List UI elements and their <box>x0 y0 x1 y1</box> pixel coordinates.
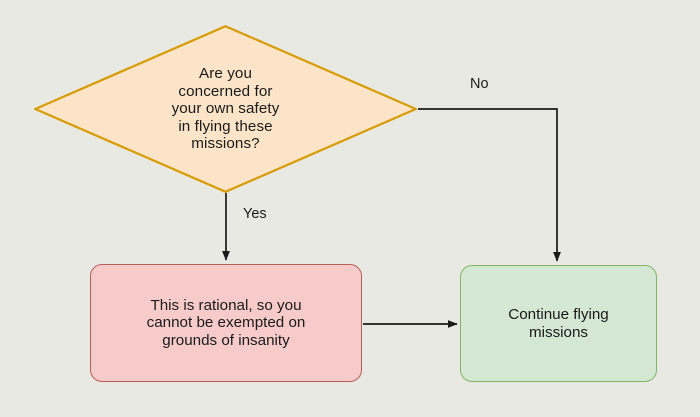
process-node-continue-flying[interactable]: Continue flying missions <box>460 265 657 382</box>
process-node-rational-label: This is rational, so you cannot be exemp… <box>146 296 306 349</box>
decision-node-label: Are you concerned for your own safety in… <box>171 64 280 153</box>
edge-label-yes: Yes <box>243 206 267 222</box>
process-node-rational[interactable]: This is rational, so you cannot be exemp… <box>90 264 362 382</box>
decision-node-safety-concern[interactable]: Are you concerned for your own safety in… <box>34 25 417 193</box>
edge-label-no: No <box>470 76 489 92</box>
process-node-continue-flying-label: Continue flying missions <box>508 305 609 341</box>
diamond-shape <box>34 25 417 193</box>
edge-no-line <box>418 108 561 262</box>
